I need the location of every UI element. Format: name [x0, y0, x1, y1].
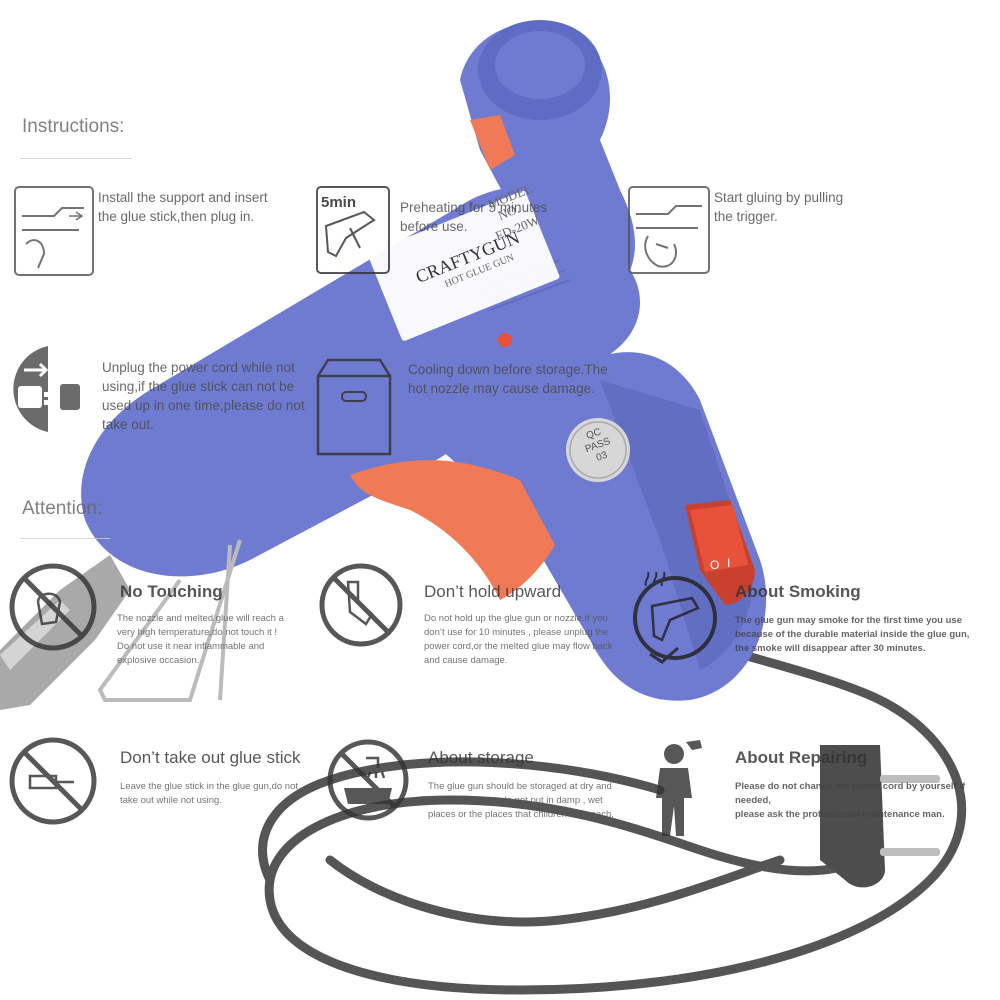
- step-1-line-1: Install the support and insert: [98, 190, 268, 205]
- attention-rule: [20, 538, 110, 539]
- step-4-text: Unplug the power cord while not using,if…: [102, 358, 305, 434]
- insert-glue-stick-icon: [14, 186, 94, 276]
- attention-3-line-2: because of the durable material inside t…: [735, 629, 970, 640]
- pull-trigger-icon: [628, 186, 710, 274]
- attention-3-body: The glue gun may smoke for the first tim…: [735, 614, 969, 656]
- attention-3-line-3: the smoke will disappear after 30 minute…: [735, 643, 926, 654]
- storage-damp-icon: [327, 739, 409, 821]
- step-1-text: Install the support and insert the glue …: [98, 188, 268, 226]
- attention-5-title: About storage: [428, 748, 534, 767]
- attention-2-title: Don’t hold upward: [424, 582, 562, 601]
- step-2-line-1: Preheating for 5 minutes: [400, 200, 548, 215]
- instructions-rule: [20, 158, 132, 159]
- attention-3-title: About Smoking: [735, 582, 861, 601]
- attention-4-line-1: Leave the glue stick in the glue gun,do …: [120, 781, 298, 792]
- switch-mark-on: I: [727, 556, 731, 570]
- attention-6-body: Please do not change the power cord by y…: [735, 780, 1000, 822]
- preheat-badge: 5min: [321, 194, 357, 211]
- smoking-icon: [633, 571, 717, 664]
- attention-5-line-2: ventilated places,do not put in damp , w…: [428, 795, 603, 806]
- attention-heading: Attention:: [22, 498, 103, 519]
- attention-6-line-2: please ask the professional maintenance …: [735, 809, 945, 820]
- attention-2-line-1: Do not hold up the glue gun or nozzle.If…: [424, 613, 608, 624]
- attention-5-line-1: The glue gun should be storaged at dry a…: [428, 781, 612, 792]
- step-2-line-2: before use.: [400, 219, 468, 234]
- step-4-line-2: using,if the glue stick can not be: [102, 379, 295, 394]
- plug: [820, 745, 940, 888]
- attention-1-line-1: The nozzle and melted glue will reach a: [117, 613, 284, 624]
- attention-5-line-3: places or the places that children can r…: [428, 809, 614, 820]
- storage-box-icon: [316, 358, 392, 456]
- no-touching-icon: [9, 563, 97, 651]
- step-5-line-2: hot nozzle may cause damage.: [408, 381, 595, 396]
- no-upward-icon: [319, 563, 403, 647]
- attention-1-body: The nozzle and melted glue will reach a …: [117, 612, 284, 668]
- preheat-timer-icon: [316, 186, 390, 274]
- product-label: [368, 190, 560, 341]
- switch-mark-off: O: [710, 558, 720, 572]
- step-5-text: Cooling down before storage.The hot nozz…: [408, 360, 608, 398]
- attention-1-line-2: very high temperature,do not touch it !: [117, 627, 278, 638]
- instructions-heading: Instructions:: [22, 116, 125, 137]
- step-3-text: Start gluing by pulling the trigger.: [714, 188, 843, 226]
- repair-worker-icon: [656, 740, 702, 836]
- step-4-line-3: used up in one time,please do not: [102, 398, 305, 413]
- attention-6-title: About Repairing: [735, 748, 868, 767]
- step-5-line-1: Cooling down before storage.The: [408, 362, 608, 377]
- attention-2-body: Do not hold up the glue gun or nozzle.If…: [424, 612, 613, 668]
- step-2-text: Preheating for 5 minutes before use.: [400, 198, 547, 236]
- attention-3-line-1: The glue gun may smoke for the first tim…: [735, 615, 962, 626]
- step-4-line-1: Unplug the power cord while not: [102, 360, 295, 375]
- no-remove-stick-icon: [9, 737, 97, 825]
- attention-1-line-3: Do not use it near inflammable and: [117, 641, 265, 652]
- qc-sticker: [566, 418, 630, 482]
- attention-5-body: The glue gun should be storaged at dry a…: [428, 780, 614, 822]
- attention-2-line-3: power cord,or the melted glue may flow b…: [424, 641, 613, 652]
- step-3-line-1: Start gluing by pulling: [714, 190, 844, 205]
- attention-4-line-2: take out while not using.: [120, 795, 222, 806]
- step-4-line-4: take out.: [102, 417, 154, 432]
- attention-4-body: Leave the glue stick in the glue gun,do …: [120, 780, 298, 808]
- unplug-icon: [13, 346, 80, 432]
- attention-2-line-4: and cause damage.: [424, 655, 508, 666]
- attention-1-title: No Touching: [120, 582, 223, 601]
- step-3-line-2: the trigger.: [714, 209, 778, 224]
- attention-4-title: Don’t take out glue stick: [120, 748, 301, 767]
- attention-6-line-1: Please do not change the power cord by y…: [735, 781, 966, 806]
- attention-2-line-2: don’t use for 10 minutes , please unplug…: [424, 627, 609, 638]
- step-1-line-2: the glue stick,then plug in.: [98, 209, 255, 224]
- attention-1-line-4: explosive occasion.: [117, 655, 200, 666]
